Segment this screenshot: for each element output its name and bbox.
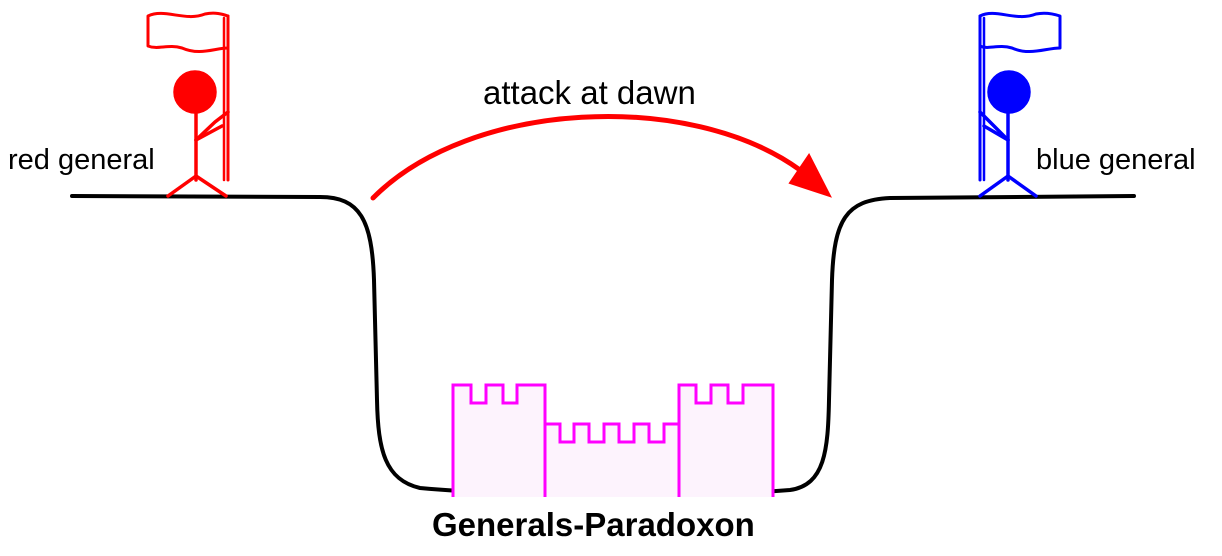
blue-general-figure	[978, 11, 1062, 198]
diagram-title: Generals-Paradoxon	[432, 506, 755, 543]
blue-general-arm-2	[982, 124, 1010, 142]
message-arrow-icon	[370, 114, 832, 201]
blue-general-legs	[978, 174, 1038, 198]
red-general-figure	[146, 11, 230, 198]
red-flag-icon	[146, 11, 230, 54]
message-arrow-head	[788, 153, 832, 198]
blue-general-label: blue general	[1036, 144, 1196, 176]
castle-right-tower	[677, 383, 775, 497]
red-general-head	[173, 70, 217, 114]
message-label: attack at dawn	[483, 74, 696, 111]
red-general-arm-2	[194, 124, 224, 142]
castle-left-tower	[451, 383, 547, 497]
blue-general-head	[987, 70, 1031, 114]
red-general-legs	[166, 174, 228, 198]
message-arrow-curve	[370, 114, 803, 201]
castle-icon	[451, 383, 775, 497]
red-general-arm	[194, 110, 230, 142]
blue-general-arm	[978, 110, 1010, 142]
blue-flag-icon	[978, 11, 1062, 54]
red-general-label: red general	[8, 144, 155, 176]
castle-center-wall	[543, 422, 681, 497]
